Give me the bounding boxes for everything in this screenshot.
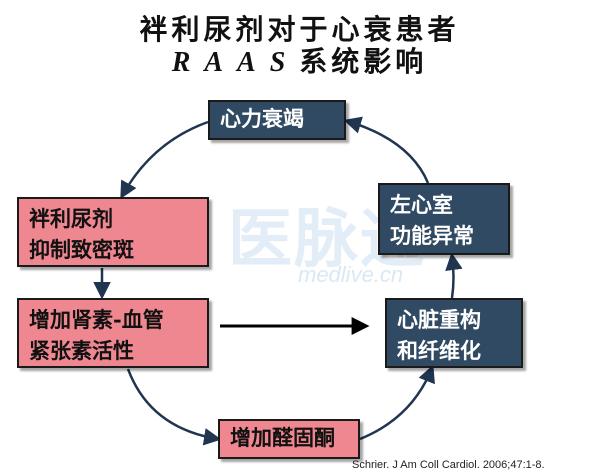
node-cardiac-remodeling-line1: 心脏重构 [397,307,481,332]
node-aldosterone-label: 增加醛固酮 [230,425,335,450]
watermark-url: medlive.cn [298,262,404,287]
node-renin-angiotensin-line1: 增加肾素-血管 [29,307,164,332]
arrow-lv-function-to-heart-failure [343,116,430,184]
title-line-2: RAAS系统影响 [0,40,599,80]
node-loop-diuretic-line1: 袢利尿剂 [29,206,113,231]
node-lv-dysfunction-line2: 功能异常 [390,223,474,248]
node-aldosterone: 增加醛固酮 [218,419,360,459]
title-line-1: 袢利尿剂对于心衰患者 [139,13,460,46]
node-cardiac-remodeling-line2: 和纤维化 [397,338,481,363]
title-raas: RAAS [171,47,300,78]
arrow-aldosterone-to-myocardial [359,364,435,441]
node-heart-failure-label: 心力衰竭 [220,106,304,131]
node-loop-diuretic-line2: 抑制致密斑 [29,237,134,262]
node-heart-failure: 心力衰竭 [208,100,346,140]
node-lv-dysfunction-line1: 左心室 [390,192,453,217]
title-system-impact: 系统影响 [299,45,428,78]
arrow-heart-failure-to-diuretic [120,120,209,200]
arrow-renin-to-aldosterone [126,368,222,446]
node-renin-angiotensin: 增加肾素-血管 紧张素活性 [17,298,209,368]
node-cardiac-remodeling: 心脏重构 和纤维化 [385,298,523,368]
arrow-myocardial-to-lv-function [445,252,463,299]
citation: Schrier. J Am Coll Cardiol. 2006;47:1-8. [352,459,545,471]
node-loop-diuretic: 袢利尿剂 抑制致密斑 [17,197,209,267]
node-renin-angiotensin-line2: 紧张素活性 [29,338,134,363]
node-lv-dysfunction: 左心室 功能异常 [378,183,510,255]
